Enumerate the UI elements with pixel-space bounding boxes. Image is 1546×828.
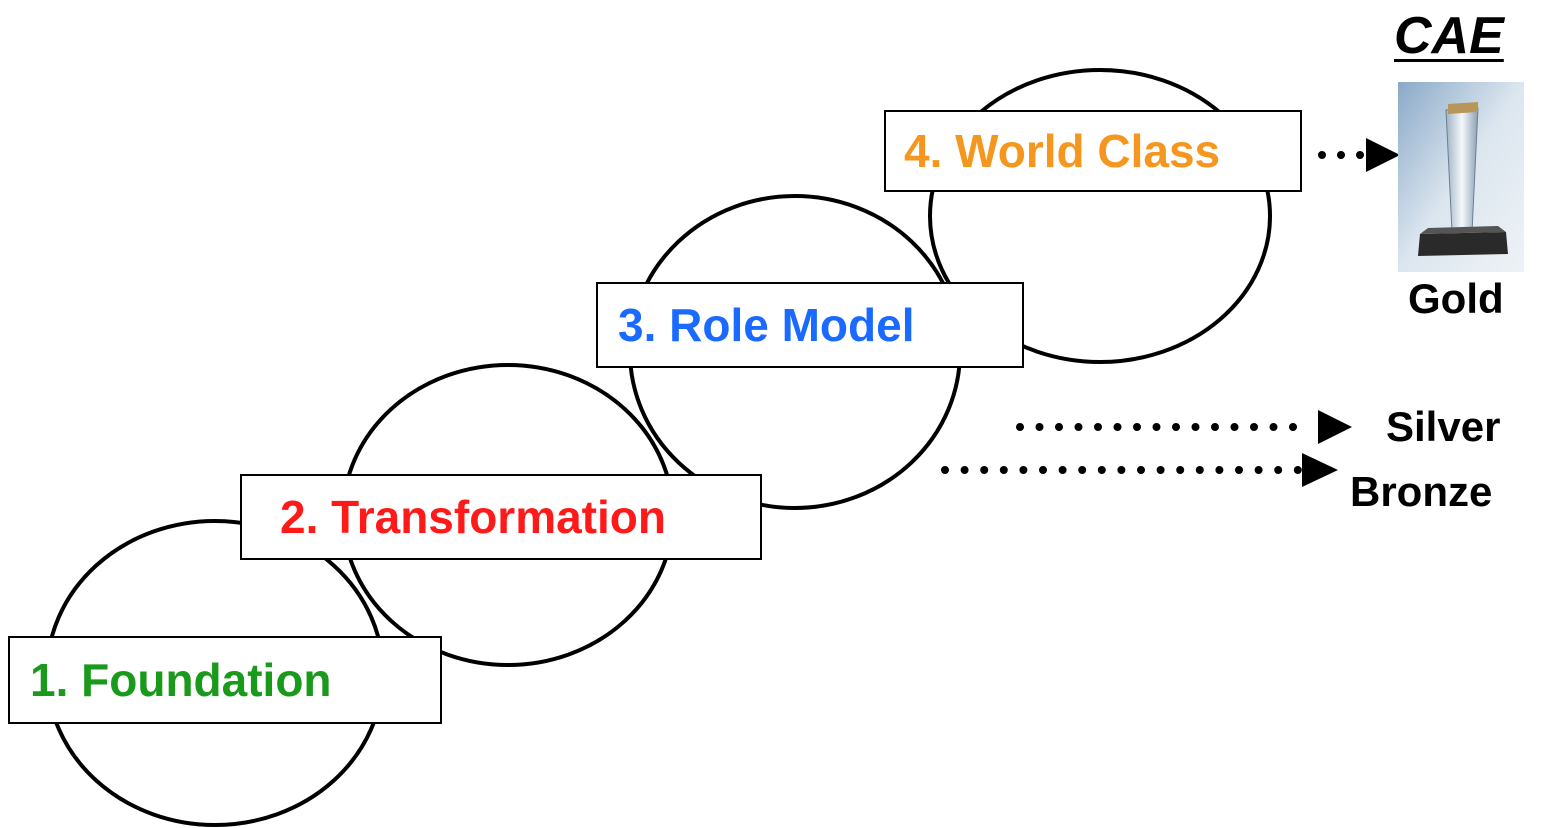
silver-arrow bbox=[1016, 410, 1352, 444]
stage-text-transformation: 2. Transformation bbox=[280, 491, 666, 543]
stage-label-world-class: 4. World Class bbox=[884, 110, 1302, 192]
stage-text-foundation: 1. Foundation bbox=[30, 654, 332, 706]
stage-text-world-class: 4. World Class bbox=[904, 125, 1221, 177]
stage-label-foundation: 1. Foundation bbox=[8, 636, 442, 724]
award-gold: Gold bbox=[1408, 275, 1504, 322]
gold-arrow bbox=[1318, 138, 1400, 172]
award-silver: Silver bbox=[1386, 403, 1501, 450]
bronze-arrow bbox=[941, 453, 1338, 487]
award-bronze: Bronze bbox=[1350, 468, 1493, 515]
award-title: CAE bbox=[1394, 7, 1504, 65]
stage-text-role-model: 3. Role Model bbox=[618, 299, 915, 351]
stage-label-transformation: 2. Transformation bbox=[240, 474, 762, 560]
trophy-icon bbox=[1398, 82, 1524, 272]
stage-label-role-model: 3. Role Model bbox=[596, 282, 1024, 368]
stage-ellipse-4 bbox=[928, 68, 1272, 364]
